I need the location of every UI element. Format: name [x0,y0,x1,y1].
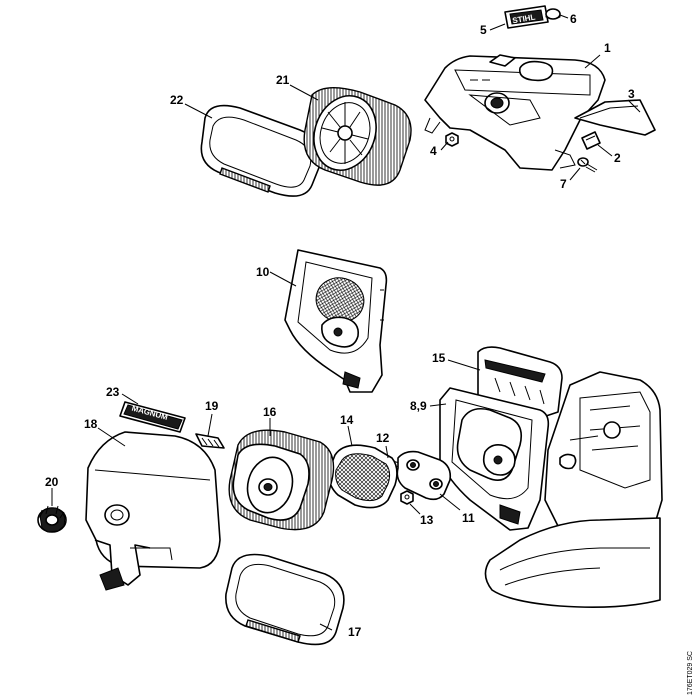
label-6: 6 [570,12,577,26]
part-2-grommet[interactable] [581,131,601,150]
part-21-filter-element[interactable] [303,87,412,186]
part-7-screw[interactable] [577,157,598,173]
part-5-decal-plate[interactable]: STIHL [504,5,549,29]
stihl-logo: STIHL [512,12,536,25]
part-17-filter-band[interactable] [225,553,345,646]
label-23: 23 [106,385,120,399]
label-5: 5 [480,23,487,37]
label-4: 4 [430,144,437,158]
part-13-nut[interactable] [400,490,414,505]
label-19: 19 [205,399,219,413]
label-13: 13 [420,513,434,527]
label-17: 17 [348,625,362,639]
part-20-knob[interactable] [37,505,67,533]
part-22-filter-band[interactable] [200,104,322,197]
label-20: 20 [45,475,59,489]
label-11: 11 [462,511,475,525]
label-22: 22 [170,93,184,107]
part-4-nut[interactable] [445,132,459,147]
part-1-shroud[interactable] [424,54,606,171]
part-11-bracket[interactable] [396,450,452,501]
part-16-main-filter[interactable] [228,429,335,531]
part-labels: 1 2 3 4 5 6 7 8,9 10 11 12 13 14 15 16 1… [45,12,635,639]
part-14-prefilter[interactable] [328,444,398,509]
part-18-filter-cover[interactable] [85,431,221,591]
label-14: 14 [340,413,354,427]
label-7: 7 [560,177,567,191]
leader-lines [51,14,641,631]
label-8-9: 8,9 [410,399,427,413]
label-16: 16 [263,405,277,419]
part-19-vent[interactable] [195,433,225,449]
label-12: 12 [376,431,390,445]
label-21: 21 [276,73,290,87]
chainsaw-housing [484,371,663,608]
label-1: 1 [604,41,611,55]
part-10-baseplate[interactable] [284,249,388,393]
part-6-cap[interactable] [545,8,561,20]
part-8-9-filter-base[interactable] [439,387,550,531]
drawing-code: 176ET029 SC [687,651,694,695]
label-3: 3 [628,87,635,101]
part-3-wedge-plate[interactable] [574,99,656,136]
part-23-magnum-decal[interactable]: MAGNUM [119,401,186,433]
label-10: 10 [256,265,270,279]
label-18: 18 [84,417,98,431]
label-2: 2 [614,151,621,165]
label-15: 15 [432,351,446,365]
